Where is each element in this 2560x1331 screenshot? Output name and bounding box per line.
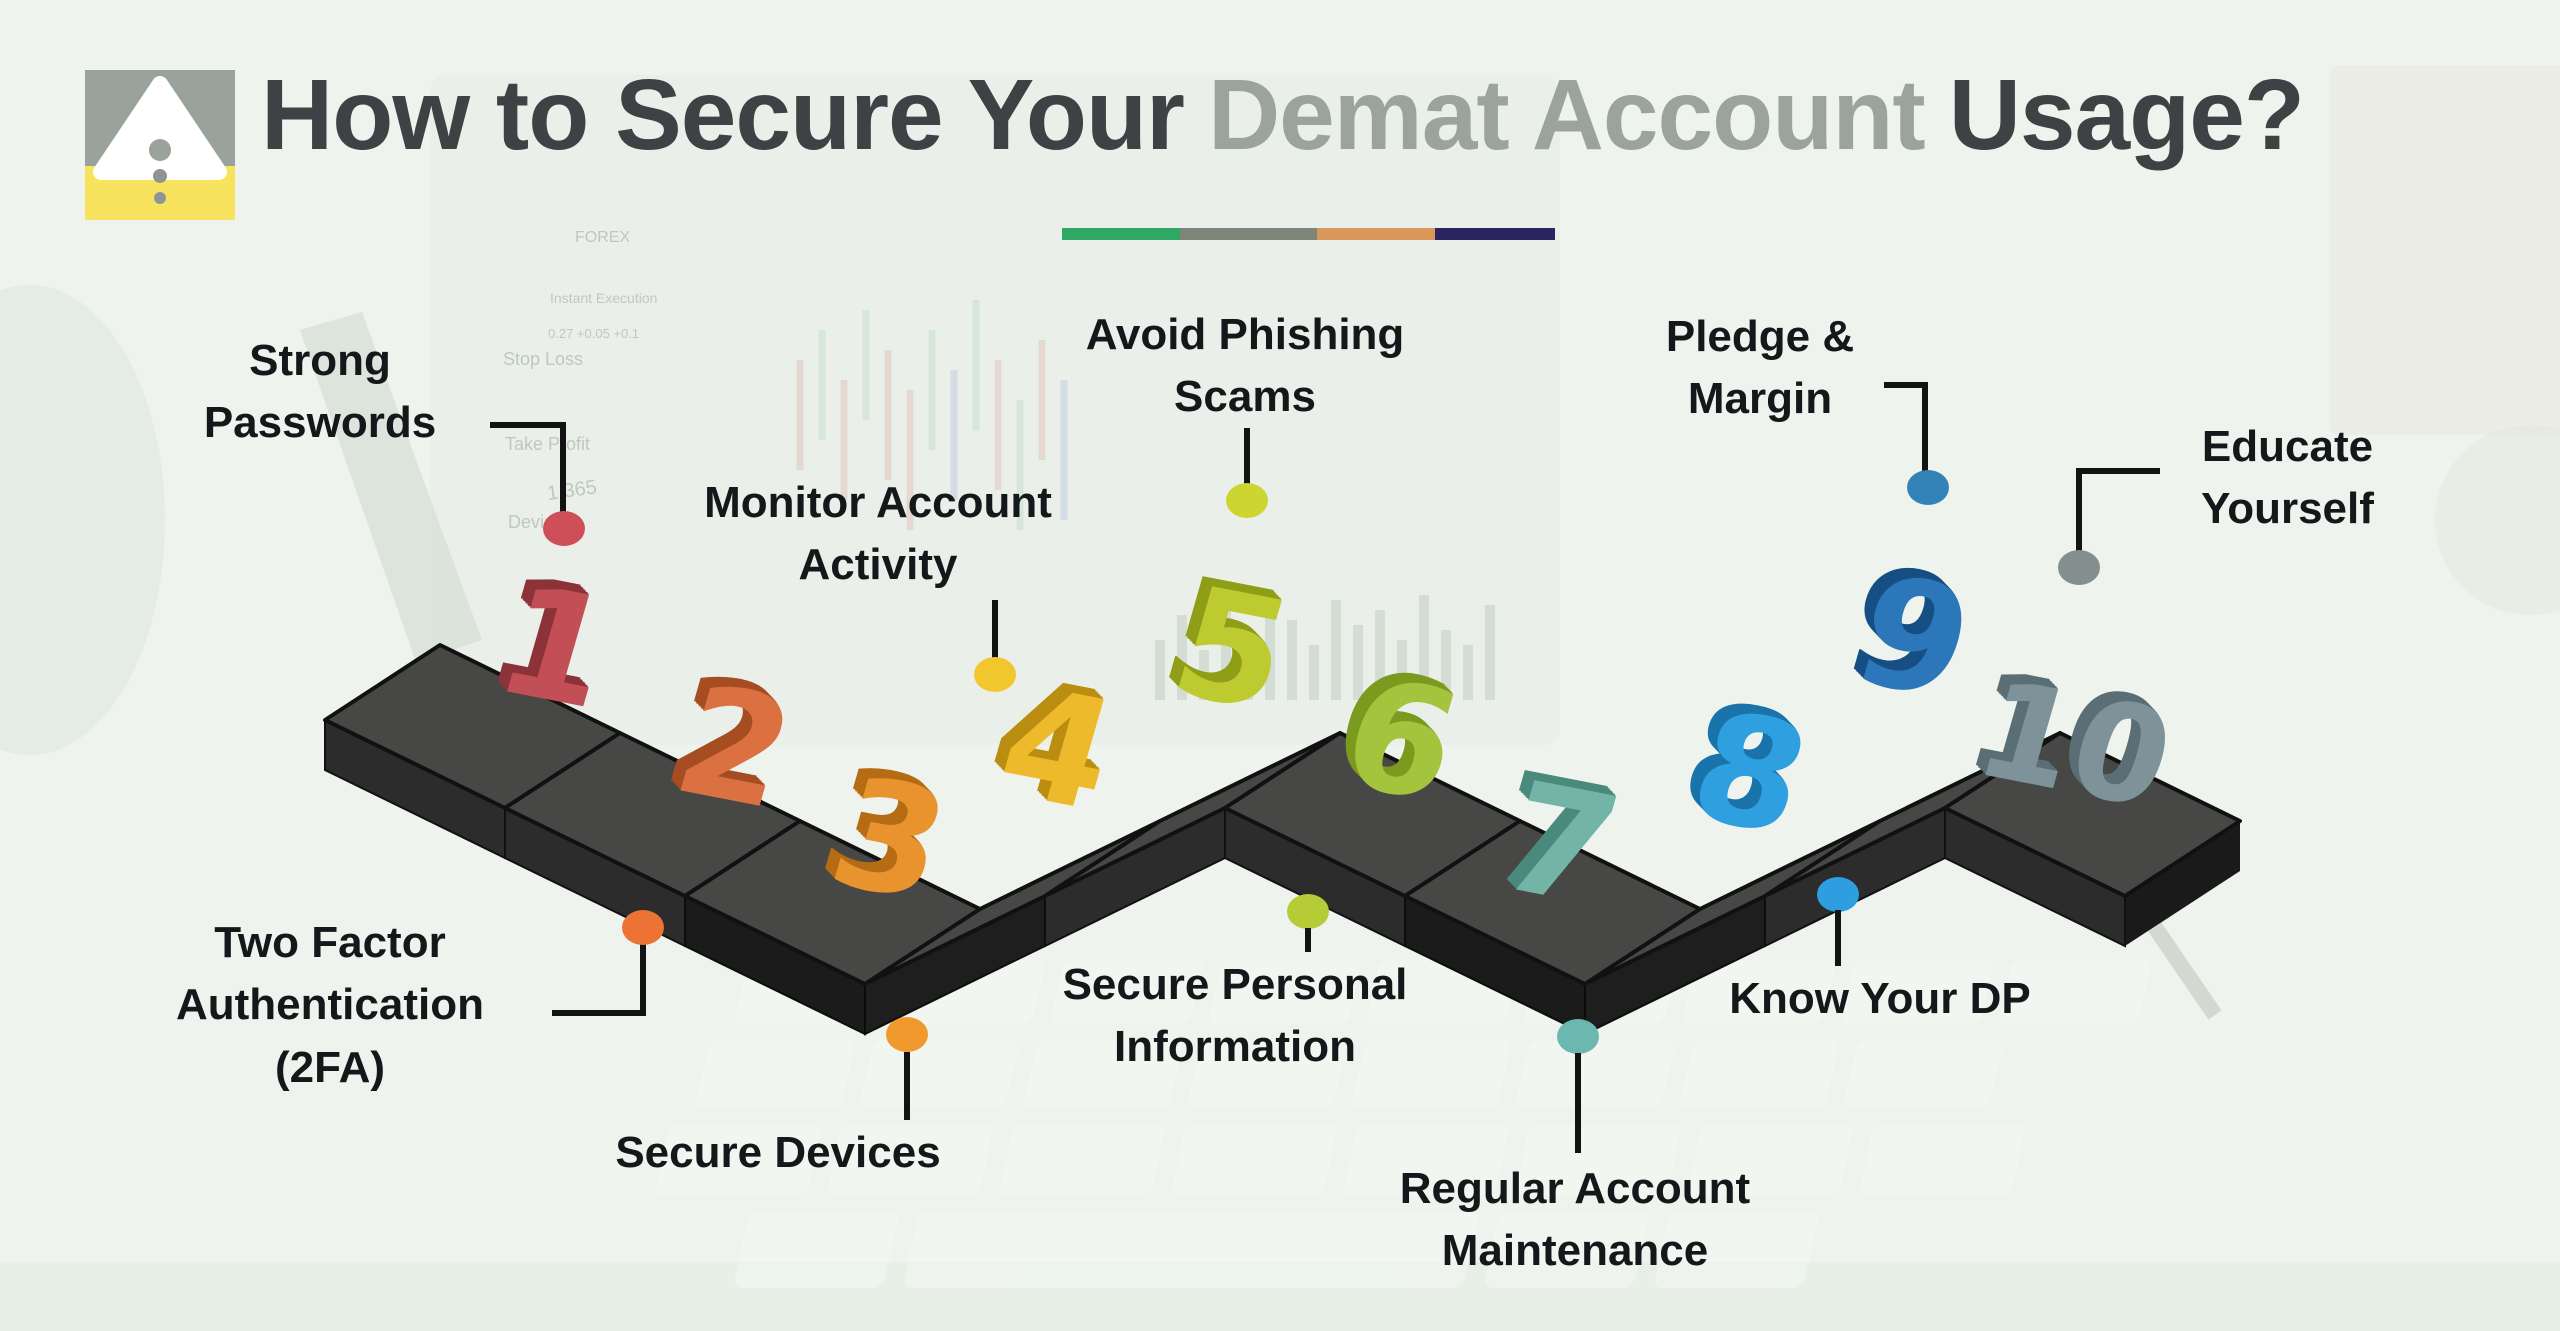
desk-strip bbox=[0, 1262, 2560, 1331]
tile-8-shade bbox=[1585, 896, 1765, 1034]
step-1-connector-v bbox=[560, 422, 566, 514]
step-10-dot bbox=[2058, 550, 2100, 585]
logo-exclaim-dot-2 bbox=[154, 192, 166, 204]
step-4-label: Monitor Account Activity bbox=[704, 478, 1052, 590]
step-6-connector-v bbox=[1305, 928, 1311, 952]
step-10-connector-v bbox=[2076, 468, 2082, 552]
pen-icon bbox=[2143, 915, 2222, 1020]
step-3-connector-v bbox=[904, 1052, 910, 1120]
tile-tops bbox=[323, 643, 2242, 986]
desk-object-right bbox=[2330, 65, 2560, 435]
step-8-label: Know Your DP bbox=[1729, 974, 2031, 1023]
step-3-dot bbox=[886, 1017, 928, 1052]
step-7-dot bbox=[1557, 1019, 1599, 1054]
divider-segment-green bbox=[1062, 228, 1180, 240]
bg-quotes-label: 0.27 +0.05 +0.1 bbox=[548, 326, 639, 341]
step-4-dot bbox=[974, 657, 1016, 692]
step-8-connector-v bbox=[1835, 910, 1841, 966]
bg-stoploss-label: Stop Loss bbox=[503, 349, 583, 369]
tile-fronts bbox=[324, 718, 2126, 1036]
logo-triangle-dot bbox=[149, 139, 171, 161]
step-7-connector-v bbox=[1575, 1053, 1581, 1153]
tile-10-top bbox=[1943, 731, 2242, 898]
step-9-label: Pledge & Margin bbox=[1665, 312, 1855, 424]
divider-segment-navy bbox=[1435, 228, 1555, 240]
tile-3-shade bbox=[685, 896, 865, 1034]
title-suffix: Usage? bbox=[1948, 59, 2305, 171]
step-2-connector-h bbox=[552, 1010, 646, 1016]
step-5-dot bbox=[1226, 483, 1268, 518]
step-1-connector-h bbox=[490, 422, 566, 428]
tile-4-shade bbox=[865, 896, 1045, 1034]
histogram-chart bbox=[1155, 590, 1495, 700]
step-6-label: Secure Personal Information bbox=[1062, 960, 1408, 1072]
tile-right-cap bbox=[2125, 821, 2240, 946]
step-1-dot bbox=[543, 511, 585, 546]
step-4-connector-v bbox=[992, 600, 998, 658]
step-10-connector-h bbox=[2076, 468, 2160, 474]
title-prefix: How to Secure Your bbox=[261, 59, 1185, 171]
step-7-label: Regular Account Maintenance bbox=[1399, 1164, 1751, 1276]
keyboard bbox=[655, 960, 2151, 1288]
step-10-number: 10 bbox=[1961, 651, 2189, 839]
step-10-label: Educate Yourself bbox=[2201, 422, 2374, 534]
bg-subtitle-label: Instant Execution bbox=[550, 290, 657, 306]
step-5-connector-v bbox=[1244, 428, 1250, 484]
step-2-label: Two Factor Authentication (2FA) bbox=[176, 918, 484, 1092]
step-2-dot bbox=[622, 910, 664, 945]
step-9-dot bbox=[1907, 470, 1949, 505]
step-1-label: Strong Passwords bbox=[203, 336, 437, 448]
laptop-bezel-edge bbox=[300, 312, 482, 662]
notebook-blob bbox=[0, 285, 165, 755]
candlestick-chart bbox=[796, 300, 1068, 530]
tile-7-shade bbox=[1405, 896, 1585, 1034]
divider-segment-orange bbox=[1317, 228, 1435, 240]
step-9-connector-v bbox=[1922, 382, 1928, 472]
bg-ticker-label: FOREX bbox=[575, 229, 630, 246]
laptop-screen bbox=[430, 75, 1560, 745]
desk-object-circle bbox=[2435, 425, 2560, 615]
step-3-label: Secure Devices bbox=[615, 1128, 941, 1177]
step-9-connector-h bbox=[1884, 382, 1928, 388]
step-2-connector-v bbox=[640, 944, 646, 1016]
divider-segment-gray bbox=[1180, 228, 1317, 240]
title-divider bbox=[1062, 228, 1555, 240]
warning-logo bbox=[85, 70, 235, 220]
page-title: How to Secure Your Demat Account Usage? bbox=[160, 58, 2405, 173]
step-6-dot bbox=[1287, 894, 1329, 929]
bg-takeprofit-label: Take Profit bbox=[505, 434, 590, 454]
title-highlight: Demat Account bbox=[1207, 59, 1926, 171]
step-8-dot bbox=[1817, 877, 1859, 912]
step-5-label: Avoid Phishing Scams bbox=[1085, 310, 1405, 422]
logo-exclaim-dot-1 bbox=[153, 169, 167, 183]
